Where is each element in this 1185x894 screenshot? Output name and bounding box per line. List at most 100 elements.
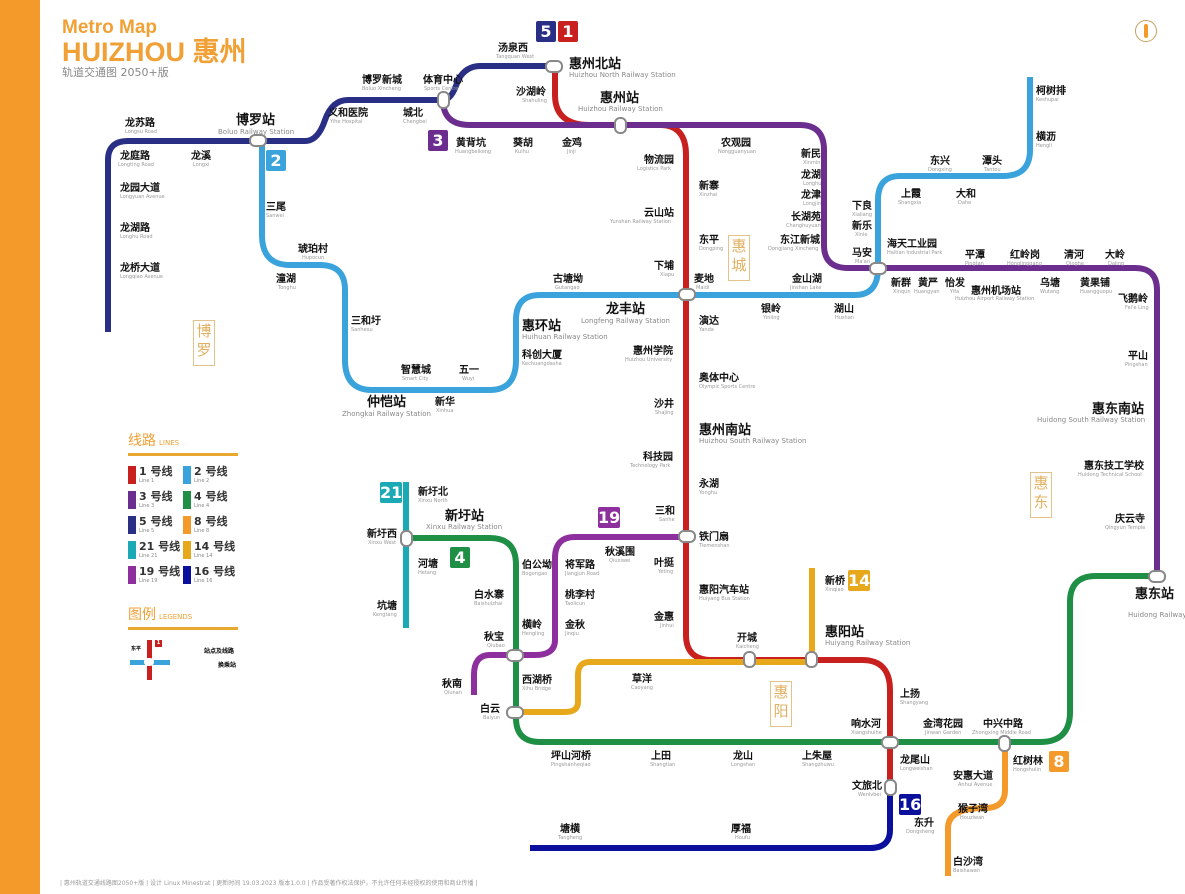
station-nongguan[interactable]: 农观园 <box>720 136 751 149</box>
station-longweishan[interactable]: 龙尾山 <box>899 753 930 766</box>
station-anhui[interactable]: 安惠大道 <box>953 769 993 782</box>
station-longhu[interactable]: 龙湖 <box>800 168 821 181</box>
station-shajing[interactable]: 沙井 <box>654 397 674 410</box>
station-huihuan[interactable]: 惠环站 <box>522 318 561 334</box>
station-tiyu[interactable]: 体育中心 <box>423 73 463 86</box>
station-zhongxing[interactable]: 中兴中路 <box>983 717 1024 730</box>
station-dongjiang[interactable]: 东江新城 <box>780 233 820 246</box>
station-kaicheng[interactable]: 开城 <box>737 631 757 644</box>
station-haitian[interactable]: 海天工业园 <box>887 237 937 250</box>
station-wutang[interactable]: 乌塘 <box>1040 276 1060 289</box>
station-jinhui[interactable]: 金惠 <box>653 610 674 623</box>
station-longshan[interactable]: 龙山 <box>732 749 753 762</box>
interchange-baiyun[interactable] <box>506 706 524 719</box>
station-longfeng[interactable]: 龙丰站 <box>606 301 645 317</box>
interchange-huizhou-north[interactable] <box>545 60 563 73</box>
station-changhuyuan[interactable]: 长湖苑 <box>791 210 821 223</box>
interchange-qiubao[interactable] <box>506 649 524 662</box>
station-hetang[interactable]: 河塘 <box>418 557 438 570</box>
station-wuliu[interactable]: 物流园 <box>644 153 674 166</box>
station-tangquanxi[interactable]: 汤泉西 <box>498 41 528 54</box>
station-jigong[interactable]: 惠东技工学校 <box>1084 459 1145 472</box>
interchange-huiyang[interactable] <box>805 651 818 668</box>
station-feieling[interactable]: 飞鹅岭 <box>1118 292 1148 305</box>
station-shangyang[interactable]: 上扬 <box>900 687 920 700</box>
station-kengtang[interactable]: 坑塘 <box>377 599 397 612</box>
station-gutang[interactable]: 古塘坳 <box>553 272 583 285</box>
station-xinle[interactable]: 新乐 <box>852 219 872 232</box>
station-tiemen[interactable]: 铁门扇 <box>699 530 729 543</box>
station-pingshanhe[interactable]: 坪山河桥 <box>551 749 592 762</box>
station-shahuling[interactable]: 沙湖岭 <box>516 85 546 98</box>
station-boluoxincheng[interactable]: 博罗新城 <box>362 73 402 86</box>
station-qingyun[interactable]: 庆云寺 <box>1114 512 1145 525</box>
station-xinxuzhan[interactable]: 新圩站 <box>445 508 484 524</box>
station-longxi[interactable]: 龙溪 <box>190 149 212 162</box>
interchange-xiangshui[interactable] <box>881 736 899 749</box>
station-huidongnan[interactable]: 惠东南站 <box>1092 401 1144 417</box>
interchange-sports-centre[interactable] <box>437 91 450 109</box>
station-airport[interactable]: 惠州机场站 <box>971 284 1021 297</box>
station-keji[interactable]: 科技园 <box>643 450 673 463</box>
station-longsulu[interactable]: 龙苏路 <box>124 116 156 129</box>
interchange-huidong[interactable] <box>1148 570 1166 583</box>
station-jinqiu[interactable]: 金秋 <box>564 618 586 631</box>
station-xinxubei[interactable]: 新圩北 <box>418 485 448 498</box>
station-tangheng[interactable]: 塘横 <box>560 822 581 835</box>
station-taolicun[interactable]: 桃李村 <box>565 588 595 601</box>
station-longqiao[interactable]: 龙桥大道 <box>119 261 160 274</box>
interchange-tiemen[interactable] <box>678 530 696 543</box>
station-honglinggang[interactable]: 红岭岗 <box>1010 248 1040 261</box>
station-daling[interactable]: 大岭 <box>1105 248 1125 261</box>
station-shangxia[interactable]: 上霞 <box>901 187 922 200</box>
station-huangguopu[interactable]: 黄果铺 <box>1080 276 1110 289</box>
station-xueyuan[interactable]: 惠州学院 <box>633 344 673 357</box>
station-aoti[interactable]: 奥体中心 <box>699 371 739 384</box>
station-dongxing[interactable]: 东兴 <box>930 154 950 167</box>
station-shangzhu[interactable]: 上朱屋 <box>802 749 832 762</box>
station-qiubao[interactable]: 秋宝 <box>484 630 504 643</box>
station-kuihu[interactable]: 葵胡 <box>513 136 533 149</box>
station-longtinglu[interactable]: 龙庭路 <box>119 149 151 162</box>
station-qiunan[interactable]: 秋南 <box>442 677 462 690</box>
station-jiangjun[interactable]: 将军路 <box>565 558 596 571</box>
station-xialiang[interactable]: 下良 <box>852 199 872 212</box>
station-longhulu[interactable]: 龙湖路 <box>119 221 151 234</box>
station-xiangshui[interactable]: 响水河 <box>851 717 881 730</box>
station-hengling[interactable]: 横岭 <box>522 618 542 631</box>
station-jinshanhu[interactable]: 金山湖 <box>791 272 822 285</box>
interchange-maidi[interactable] <box>678 288 696 301</box>
station-zhihui[interactable]: 智慧城 <box>401 363 431 376</box>
interchange-boluo[interactable] <box>249 134 267 147</box>
station-maidi[interactable]: 麦地 <box>694 272 714 285</box>
station-yeting[interactable]: 叶挺 <box>654 556 675 569</box>
station-jinji[interactable]: 金鸡 <box>561 136 582 149</box>
station-houziwan[interactable]: 猴子湾 <box>958 802 988 815</box>
station-tonghu[interactable]: 潼湖 <box>276 272 296 285</box>
station-yonghu[interactable]: 永湖 <box>698 477 719 490</box>
interchange-zhongxing[interactable] <box>998 735 1011 752</box>
station-xinqun[interactable]: 新群 <box>891 276 911 289</box>
station-huidongzhan[interactable]: 惠东站 <box>1135 586 1174 602</box>
station-zhongkai[interactable]: 仲恺站 <box>367 394 406 410</box>
station-xinzhai[interactable]: 新寨 <box>699 179 719 192</box>
station-yihe[interactable]: 义和医院 <box>328 106 368 119</box>
station-huizhouzhan[interactable]: 惠州站 <box>600 90 639 106</box>
station-maan[interactable]: 马安 <box>852 246 872 259</box>
station-hupocun[interactable]: 琥珀村 <box>298 242 328 255</box>
station-yanda[interactable]: 演达 <box>699 314 719 327</box>
station-huizhoubei[interactable]: 惠州北站 <box>569 56 621 72</box>
station-kechuang[interactable]: 科创大厦 <box>522 348 563 361</box>
station-xinmin[interactable]: 新民 <box>801 147 821 160</box>
station-qinghe[interactable]: 清河 <box>1064 248 1084 261</box>
station-qiuxi[interactable]: 秋溪围 <box>605 545 635 558</box>
station-dongping[interactable]: 东平 <box>699 233 719 246</box>
station-boluozhan[interactable]: 博罗站 <box>236 112 275 128</box>
station-sanhe[interactable]: 三和 <box>655 504 675 517</box>
station-hengli[interactable]: 横沥 <box>1036 130 1056 143</box>
station-baishui[interactable]: 白水寨 <box>474 588 504 601</box>
station-pingtan[interactable]: 平潭 <box>965 248 985 261</box>
station-huiyangzhan[interactable]: 惠阳站 <box>825 624 864 640</box>
station-yunshan[interactable]: 云山站 <box>644 206 674 219</box>
station-shangtian[interactable]: 上田 <box>651 749 671 762</box>
